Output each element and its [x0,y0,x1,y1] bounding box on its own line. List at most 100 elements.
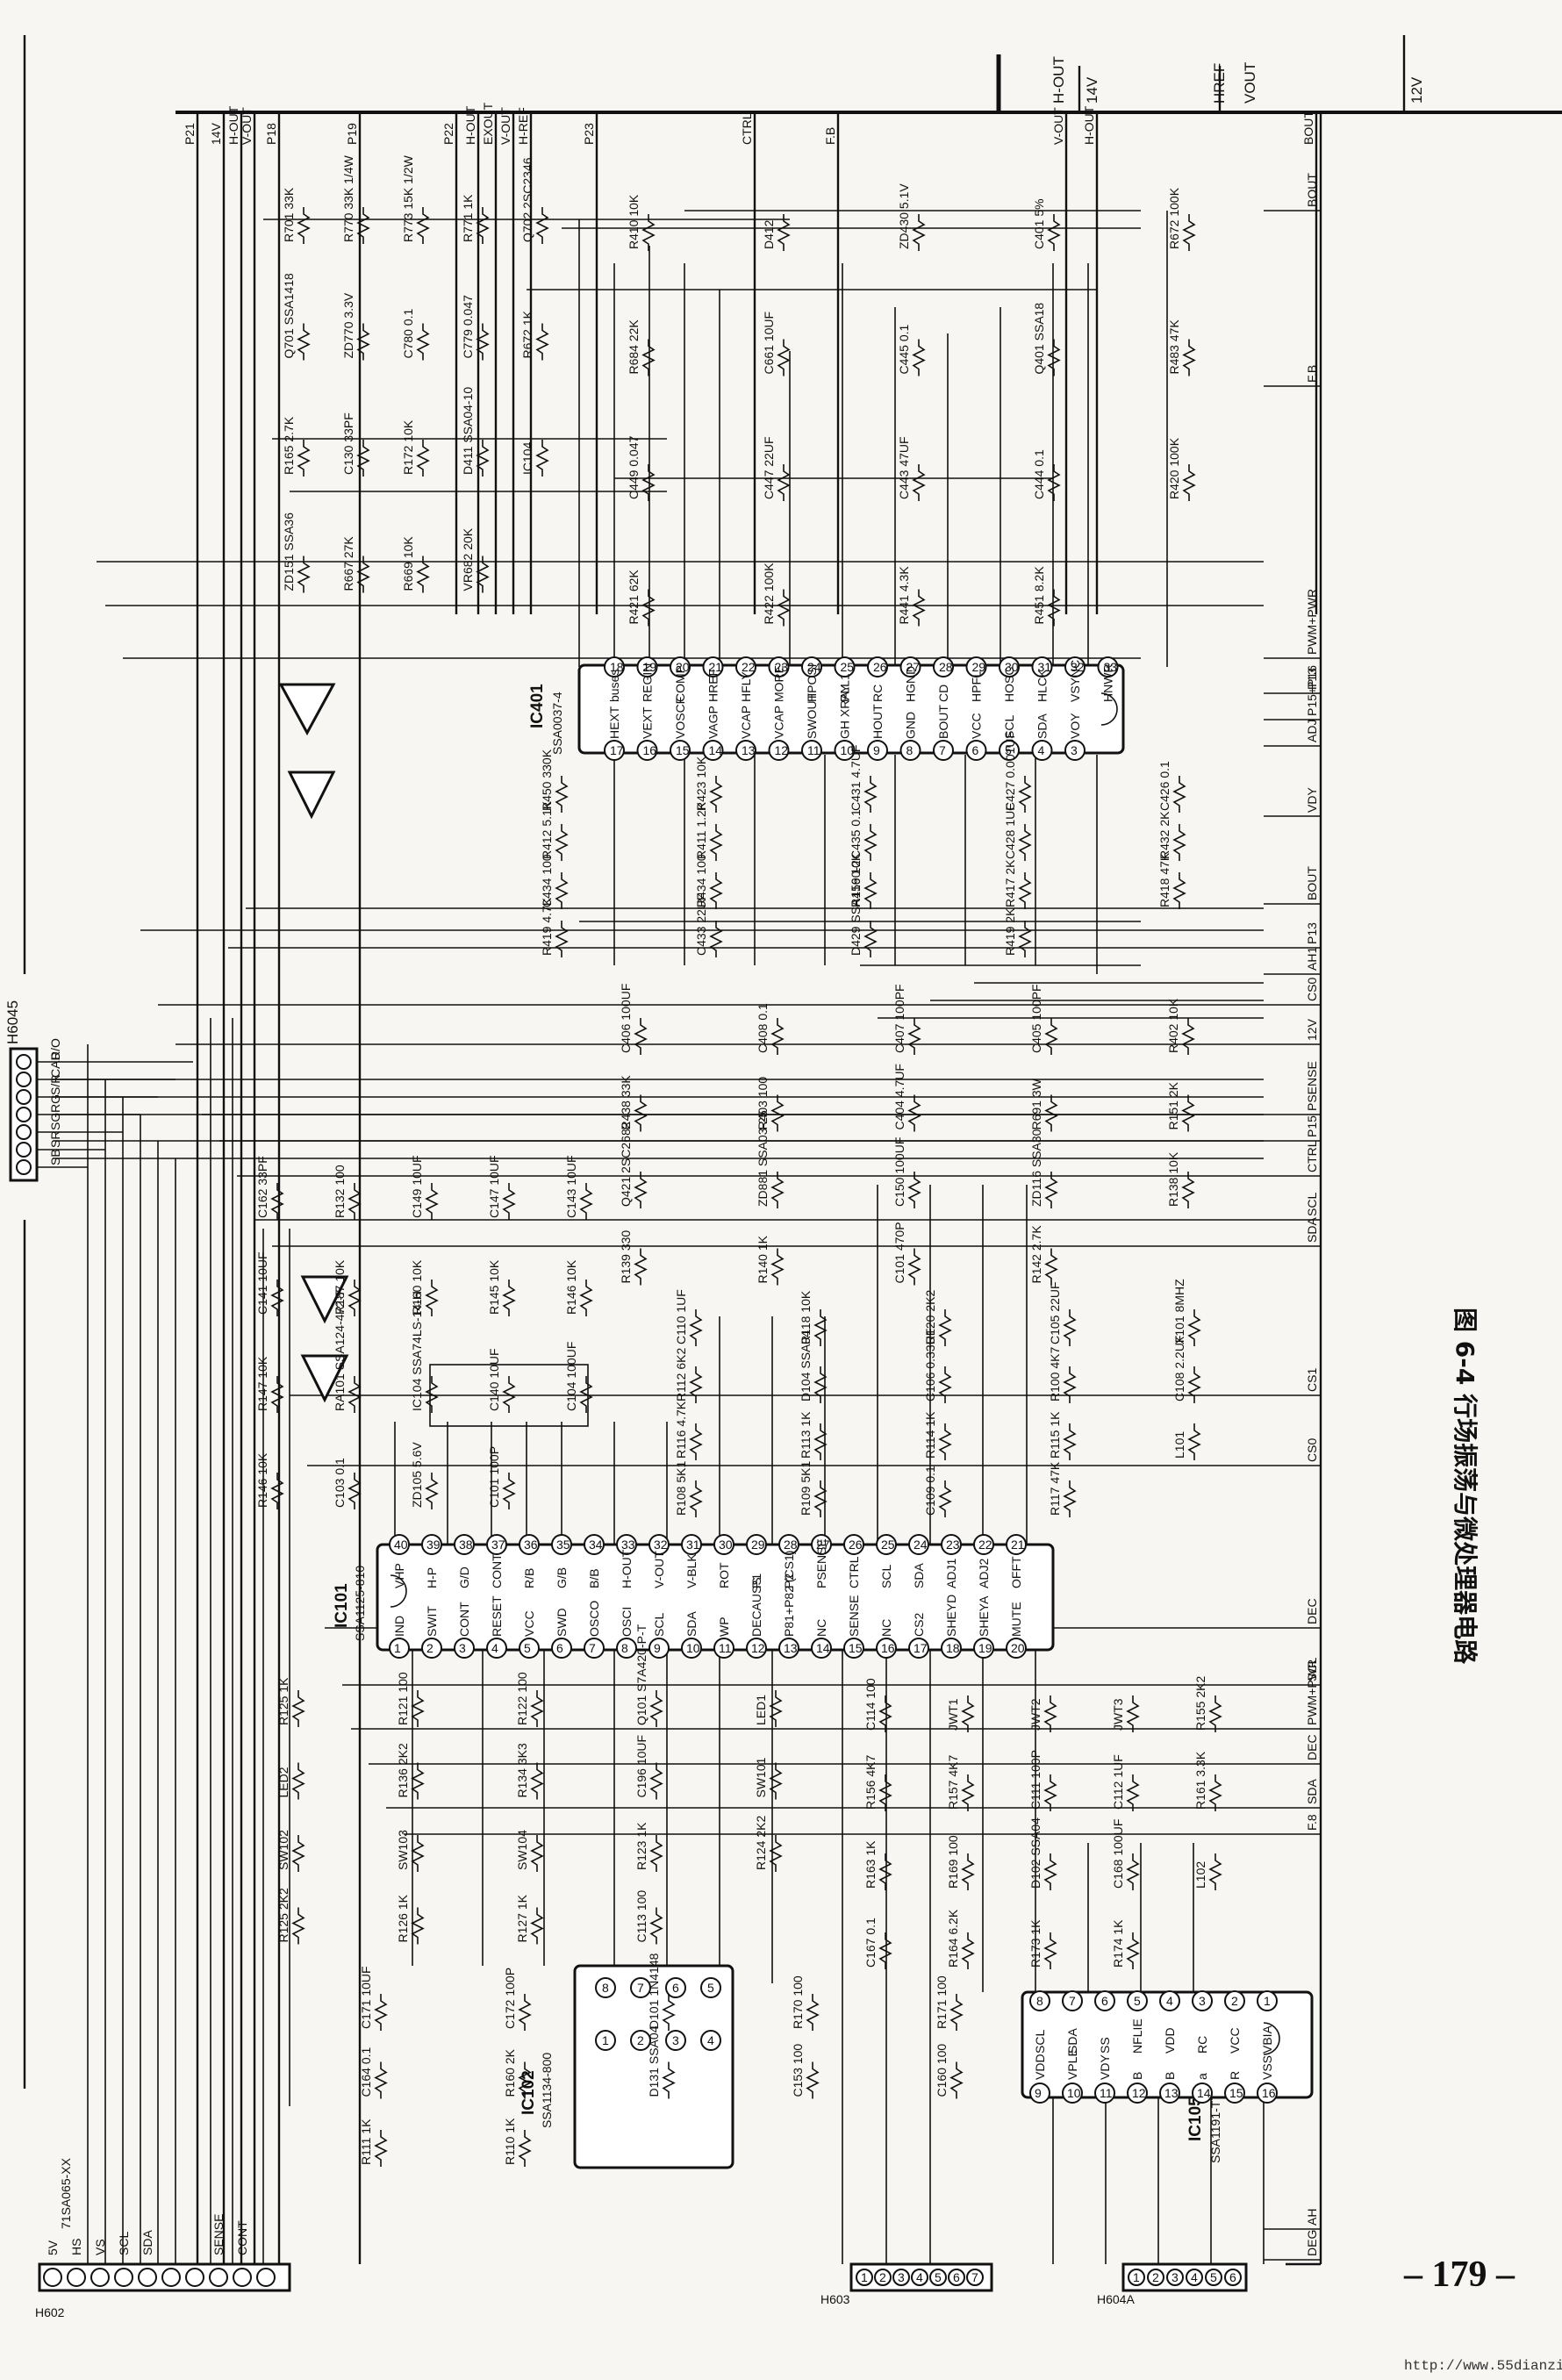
ic102-pin [665,1977,686,1998]
component-symbol [878,1932,892,1969]
ic105-part: SSA1191-TT [1208,2093,1222,2163]
ic101-pin-number: 20 [1011,1641,1025,1655]
top-bus-label: HREF [1211,63,1228,104]
component-symbol [1043,1853,1057,1890]
component-label: R163 1K [863,1840,878,1889]
component-symbol [912,589,926,627]
right-bus-label: DEC [1305,1734,1319,1760]
component-label: R434 100 [694,854,708,907]
component-symbol [777,214,791,251]
component-label: C106 0.33UF [923,1329,937,1401]
ic101-pin [486,1638,507,1659]
ic401-pin-label: HFLY [739,671,753,702]
component-symbol [1208,1774,1222,1811]
ic102-pin [700,1977,721,1998]
h603-pin-number: 3 [898,2270,905,2284]
component-symbol [555,921,569,957]
component-label: R412 5.1K [540,800,554,859]
ic101-pin [681,1638,702,1659]
h603-label: H603 [820,2292,850,2306]
component-symbol [518,2130,532,2167]
ic101-pin-label: P81+P82 (CS1) [782,1551,796,1637]
component-label: R691 3W [1029,1078,1043,1129]
ic401-pin-label: HREF [706,669,720,702]
component-label: R146 10K [255,1452,269,1508]
component-label: R667 27K [341,536,355,591]
component-symbol [1047,464,1061,501]
ic105-pin [1224,1990,1245,2011]
component-symbol [502,1183,516,1220]
h602-pin [67,2268,86,2287]
component-symbol [297,440,311,477]
h602-pin-label: CONT [235,2220,249,2255]
ic101-pin [681,1534,702,1555]
component-symbol [1182,339,1196,376]
ic401-pin [1031,656,1053,677]
component-symbol [649,1690,663,1727]
component-symbol [1044,1094,1058,1132]
component-symbol [411,1690,425,1727]
ic401-pin [834,656,856,677]
component-label: C196 10UF [634,1735,648,1798]
ic401-pin-number: 33 [1104,660,1118,674]
ic401-pin-number: 21 [709,660,723,674]
ic101-pin [713,1638,734,1659]
component-symbol [634,1172,648,1208]
component-symbol [863,872,878,909]
top-signal-label: P23 [582,123,596,145]
ic401-pin [801,740,822,761]
component-label: R173 1K [1028,1919,1043,1968]
page-number: – 179 – [1403,2255,1515,2295]
component-label: ZD430 5.1V [897,183,911,249]
component-label: C435 0.1 [849,809,863,859]
component-label: R108 5K1 [674,1461,688,1516]
h604a-pin-number: 3 [1172,2270,1179,2284]
ic401-pin-number: 14 [709,743,723,757]
h603-pin [911,2269,928,2286]
ic101-pin [778,1534,799,1555]
ic401-pin-label: HGND [904,666,918,702]
component-symbol [938,1309,952,1346]
top-signal-label: EXOUT [481,102,495,145]
component-symbol [1063,1366,1077,1403]
component-label: R160 2K [503,2048,517,2097]
ic105-pin-number: 4 [1166,1994,1173,2008]
component-symbol [535,323,549,361]
component-label: R450 330K [540,749,554,811]
component-symbol [1044,1018,1058,1055]
component-label: R418 47K [1157,852,1172,907]
component-label: JWT2 [1028,1698,1043,1731]
component-symbol [416,323,430,361]
ic101-pin-number: 3 [459,1641,466,1655]
ic401-pin [1064,740,1086,761]
right-bus-label: SCL [1305,1193,1319,1216]
component-label: C113 100 [634,1890,648,1943]
component-label: C434 100 [540,854,554,907]
ic102-pin [630,1977,651,1998]
vertical-wires [87,211,1265,2264]
ic105-pin-number: 10 [1067,2086,1081,2100]
component-label: IC104 SSA74LS-14-H [410,1291,424,1411]
ic101-pin-number: 16 [881,1641,895,1655]
component-label: R411 1.2K [694,801,708,859]
h6045-pin-label: R/O [48,1038,62,1060]
ic101-label: IC101 [333,1583,351,1628]
component-symbol [641,214,656,251]
top-signal-label: CTRL [740,112,754,145]
ic101-pin-number: 2 [426,1641,433,1655]
component-label: R117 47K [1048,1461,1062,1516]
component-symbol [555,872,569,909]
component-label: C101 470P [892,1222,906,1283]
ic105-pin [1257,2082,1278,2104]
ic101-pin [616,1638,637,1659]
ic101-pin-number: 11 [719,1641,732,1655]
component-symbol [907,1248,921,1286]
ic101-pin [1006,1534,1027,1555]
component-label: R421 62K [627,570,641,625]
component-label: R155 2K2 [1193,1676,1207,1731]
ic101-pin-label: MUTE [1009,1602,1023,1637]
ic105-pin-label: NFLIE [1130,2018,1144,2054]
component-label: C110 1UF [674,1289,688,1344]
ic101-pin [648,1534,670,1555]
ic101-pin-number: 14 [816,1641,830,1655]
